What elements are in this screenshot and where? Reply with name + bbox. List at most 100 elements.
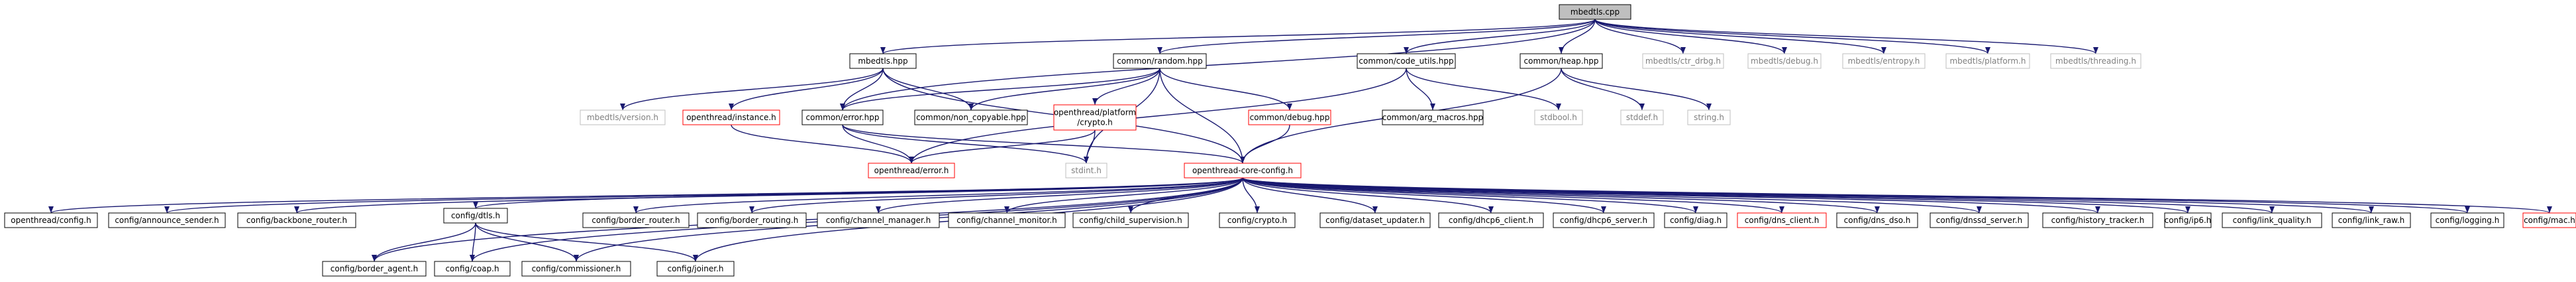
node-box xyxy=(697,212,807,228)
node-backbone-router-h[interactable]: config/backbone_router.h xyxy=(237,212,356,228)
node-label: config/crypto.h xyxy=(1227,216,1287,225)
edge-code_utils_hpp-to-stdbool_h xyxy=(1406,68,1561,111)
node-box xyxy=(2050,53,2141,69)
node-stddef-h: stddef.h xyxy=(1620,109,1664,125)
node-box xyxy=(1737,212,1827,228)
node-label: string.h xyxy=(1694,113,1724,122)
edge-root-to-mbedtls_hpp xyxy=(880,19,1596,54)
edge-root-to-threading_h xyxy=(1594,19,2098,54)
edge-core_config_h-to-dnssd_server_h xyxy=(1242,177,1982,214)
node-label: common/error.hpp xyxy=(806,113,880,122)
edge-platform_crypto_h-to-stdint_h xyxy=(1084,129,1096,164)
node-border-agent-h[interactable]: config/border_agent.h xyxy=(322,261,427,277)
node-box xyxy=(1357,53,1456,69)
edge-instance_h-to-error_h xyxy=(731,124,914,164)
node-link-quality-h[interactable]: config/link_quality.h xyxy=(2222,212,2322,228)
node-debug-hpp[interactable]: common/debug.hpp xyxy=(1248,109,1331,125)
node-box xyxy=(1219,212,1296,228)
node-label: common/heap.hpp xyxy=(1524,56,1599,66)
edge-core_config_h-to-crypto_h xyxy=(1242,177,1260,214)
node-mbedtls-hpp[interactable]: mbedtls.hpp xyxy=(849,53,917,69)
node-ot-config-h[interactable]: openthread/config.h xyxy=(4,212,98,228)
node-stdint-h: stdint.h xyxy=(1065,163,1108,178)
node-dnssd-server-h[interactable]: config/dnssd_server.h xyxy=(1930,212,2029,228)
node-box xyxy=(1559,4,1631,20)
node-heap-hpp[interactable]: common/heap.hpp xyxy=(1520,53,1603,69)
node-error-hpp[interactable]: common/error.hpp xyxy=(801,109,884,125)
node-link-raw-h[interactable]: config/link_raw.h xyxy=(2332,212,2411,228)
node-label: config/diag.h xyxy=(1670,216,1722,225)
edge-dtls_h-to-border_agent_h xyxy=(372,222,476,262)
node-platform-crypto-h[interactable]: openthread/platform/crypto.h xyxy=(1053,104,1137,131)
node-code-utils-hpp[interactable]: common/code_utils.hpp xyxy=(1357,53,1456,69)
node-box xyxy=(1747,53,1822,69)
node-instance-h[interactable]: openthread/instance.h xyxy=(682,109,780,125)
edge-dtls_h-to-joiner_h xyxy=(475,222,698,262)
node-commissioner-h[interactable]: config/commissioner.h xyxy=(521,261,631,277)
node-label: config/logging.h xyxy=(2436,216,2500,225)
node-box xyxy=(580,109,666,125)
node-label: config/link_quality.h xyxy=(2233,216,2312,225)
node-mac-h[interactable]: config/mac.h xyxy=(2522,212,2576,228)
node-dns-dso-h[interactable]: config/dns_dso.h xyxy=(1836,212,1918,228)
node-label: mbedtls.hpp xyxy=(858,56,907,66)
node-root: mbedtls.cpp xyxy=(1559,4,1631,20)
node-box xyxy=(817,212,940,228)
node-label: stdbool.h xyxy=(1540,113,1577,122)
node-joiner-h[interactable]: config/joiner.h xyxy=(656,261,735,277)
node-dataset-updater-h[interactable]: config/dataset_updater.h xyxy=(1319,212,1431,228)
node-label: mbedtls/threading.h xyxy=(2055,56,2136,66)
node-threading-h: mbedtls/threading.h xyxy=(2050,53,2141,69)
edge-core_config_h-to-link_quality_h xyxy=(1242,177,2275,214)
node-box xyxy=(521,261,631,277)
node-box xyxy=(1664,212,1727,228)
node-crypto-h[interactable]: config/crypto.h xyxy=(1219,212,1296,228)
node-label: mbedtls.cpp xyxy=(1571,7,1620,17)
node-random-hpp[interactable]: common/random.hpp xyxy=(1113,53,1207,69)
node-label: config/coap.h xyxy=(445,264,499,273)
node-box xyxy=(434,261,511,277)
node-dhcp6-client-h[interactable]: config/dhcp6_client.h xyxy=(1438,212,1544,228)
node-label: config/border_routing.h xyxy=(705,216,799,225)
node-dns-client-h[interactable]: config/dns_client.h xyxy=(1737,212,1827,228)
node-label: mbedtls/debug.h xyxy=(1751,56,1818,66)
node-announce-sender-h[interactable]: config/announce_sender.h xyxy=(108,212,226,228)
node-error-h[interactable]: openthread/error.h xyxy=(868,163,955,178)
node-label: config/border_router.h xyxy=(592,216,680,225)
edge-code_utils_hpp-to-error_h xyxy=(909,68,1407,164)
node-box xyxy=(443,208,508,224)
node-box xyxy=(656,261,735,277)
node-version-h: mbedtls/version.h xyxy=(580,109,666,125)
node-box xyxy=(914,109,1028,125)
node-dtls-h[interactable]: config/dtls.h xyxy=(443,208,508,224)
node-logging-h[interactable]: config/logging.h xyxy=(2430,212,2504,228)
node-label: common/non_copyable.hpp xyxy=(916,113,1026,122)
node-channel-manager-h[interactable]: config/channel_manager.h xyxy=(817,212,940,228)
node-label: config/channel_monitor.h xyxy=(956,216,1057,225)
node-box xyxy=(1642,53,1724,69)
node-box xyxy=(849,53,917,69)
node-label: config/dtls.h xyxy=(451,211,500,220)
edge-core_config_h-to-dhcp6_client_h xyxy=(1242,177,1494,214)
edge-debug_hpp-to-core_config_h xyxy=(1240,124,1290,164)
node-coap-h[interactable]: config/coap.h xyxy=(434,261,511,277)
node-label: config/backbone_router.h xyxy=(246,216,347,225)
node-dhcp6-server-h[interactable]: config/dhcp6_server.h xyxy=(1553,212,1655,228)
node-child-supervision-h[interactable]: config/child_supervision.h xyxy=(1072,212,1189,228)
node-history-tracker-h[interactable]: config/history_tracker.h xyxy=(2042,212,2153,228)
node-ip6-h[interactable]: config/ip6.h xyxy=(2164,212,2212,228)
node-box xyxy=(1319,212,1431,228)
node-border-routing-h[interactable]: config/border_routing.h xyxy=(697,212,807,228)
node-label: config/border_agent.h xyxy=(331,264,418,273)
edge-root-to-platform_h xyxy=(1594,19,1990,54)
edge-core_config_h-to-dhcp6_server_h xyxy=(1242,177,1606,214)
node-non-copyable-hpp[interactable]: common/non_copyable.hpp xyxy=(914,109,1028,125)
edge-root-to-code_utils_hpp xyxy=(1404,19,1596,54)
node-channel-monitor-h[interactable]: config/channel_monitor.h xyxy=(948,212,1066,228)
node-arg-macros-hpp[interactable]: common/arg_macros.hpp xyxy=(1382,109,1484,125)
node-diag-h[interactable]: config/diag.h xyxy=(1664,212,1727,228)
edge-mbedtls_hpp-to-instance_h xyxy=(729,68,884,111)
node-border-router-h[interactable]: config/border_router.h xyxy=(582,212,690,228)
edge-root-to-error_hpp xyxy=(840,19,1596,111)
node-core-config-h[interactable]: openthread-core-config.h xyxy=(1184,163,1302,178)
